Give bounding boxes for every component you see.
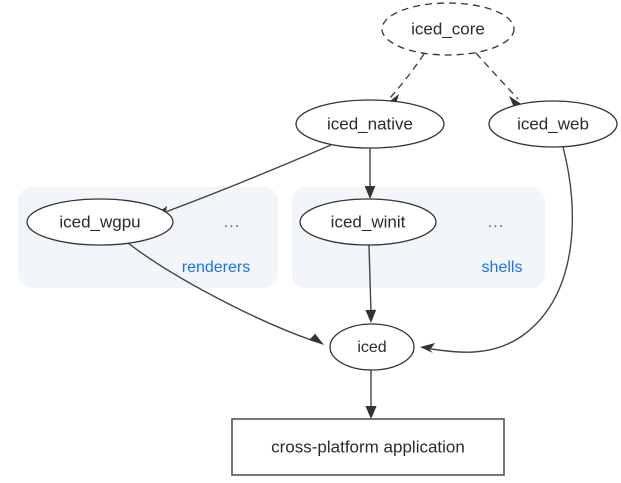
edge-web-to-iced-line	[430, 146, 574, 353]
node-iced-winit[interactable]: iced_winit	[299, 198, 437, 246]
edge-winit-to-iced	[365, 244, 377, 323]
node-iced-wgpu-shape[interactable]	[26, 198, 174, 246]
edge-native-to-winit-arrowhead	[364, 186, 376, 199]
edge-wgpu-to-iced-arrowhead	[309, 331, 324, 345]
node-iced-core-label: iced_core	[411, 19, 485, 38]
node-cross-platform-application[interactable]: cross-platform application	[231, 418, 505, 476]
node-iced-wgpu[interactable]: iced_wgpu	[26, 198, 174, 246]
edge-web-to-iced-arrowhead	[420, 343, 435, 353]
node-cross-platform-application-shape[interactable]	[231, 418, 505, 476]
edge-core-to-native-line	[389, 53, 425, 99]
edge-core-to-web-line	[475, 52, 519, 100]
node-iced-label: iced	[357, 339, 386, 356]
edge-native-to-wgpu-line	[159, 144, 332, 215]
node-iced-native-shape[interactable]	[295, 99, 445, 149]
edge-wgpu-to-iced	[127, 242, 324, 345]
edge-wgpu-to-iced-line	[127, 242, 315, 342]
node-iced[interactable]: iced	[329, 323, 415, 371]
edge-winit-to-iced-arrowhead	[365, 309, 377, 323]
node-iced-web-shape[interactable]	[488, 100, 618, 148]
node-cross-platform-application-label: cross-platform application	[271, 437, 465, 456]
node-iced-web[interactable]: iced_web	[488, 100, 618, 148]
edge-core-to-web	[475, 52, 523, 108]
edge-winit-to-iced-line	[368, 244, 372, 314]
cluster-renderers-ellipsis: ...	[224, 214, 240, 231]
node-iced-winit-label: iced_winit	[331, 212, 406, 231]
edge-iced-to-application-arrowhead	[365, 406, 377, 419]
cluster-shells-label: shells	[482, 259, 523, 276]
cluster-renderers-label: renderers	[182, 259, 250, 276]
node-iced-wgpu-label: iced_wgpu	[59, 212, 140, 231]
node-iced-core[interactable]: iced_core	[381, 2, 515, 56]
node-iced-native[interactable]: iced_native	[295, 99, 445, 149]
node-iced-web-label: iced_web	[517, 114, 589, 133]
edge-core-to-native	[386, 53, 425, 106]
node-iced-native-label: iced_native	[327, 114, 413, 133]
node-iced-core-shape[interactable]	[381, 2, 515, 56]
node-iced-winit-shape[interactable]	[299, 198, 437, 246]
edge-native-to-winit	[364, 148, 376, 199]
edge-iced-to-application	[365, 370, 377, 419]
edge-web-to-iced	[420, 146, 574, 353]
cluster-shells-ellipsis: ...	[488, 214, 504, 231]
node-iced-shape[interactable]	[329, 323, 415, 371]
